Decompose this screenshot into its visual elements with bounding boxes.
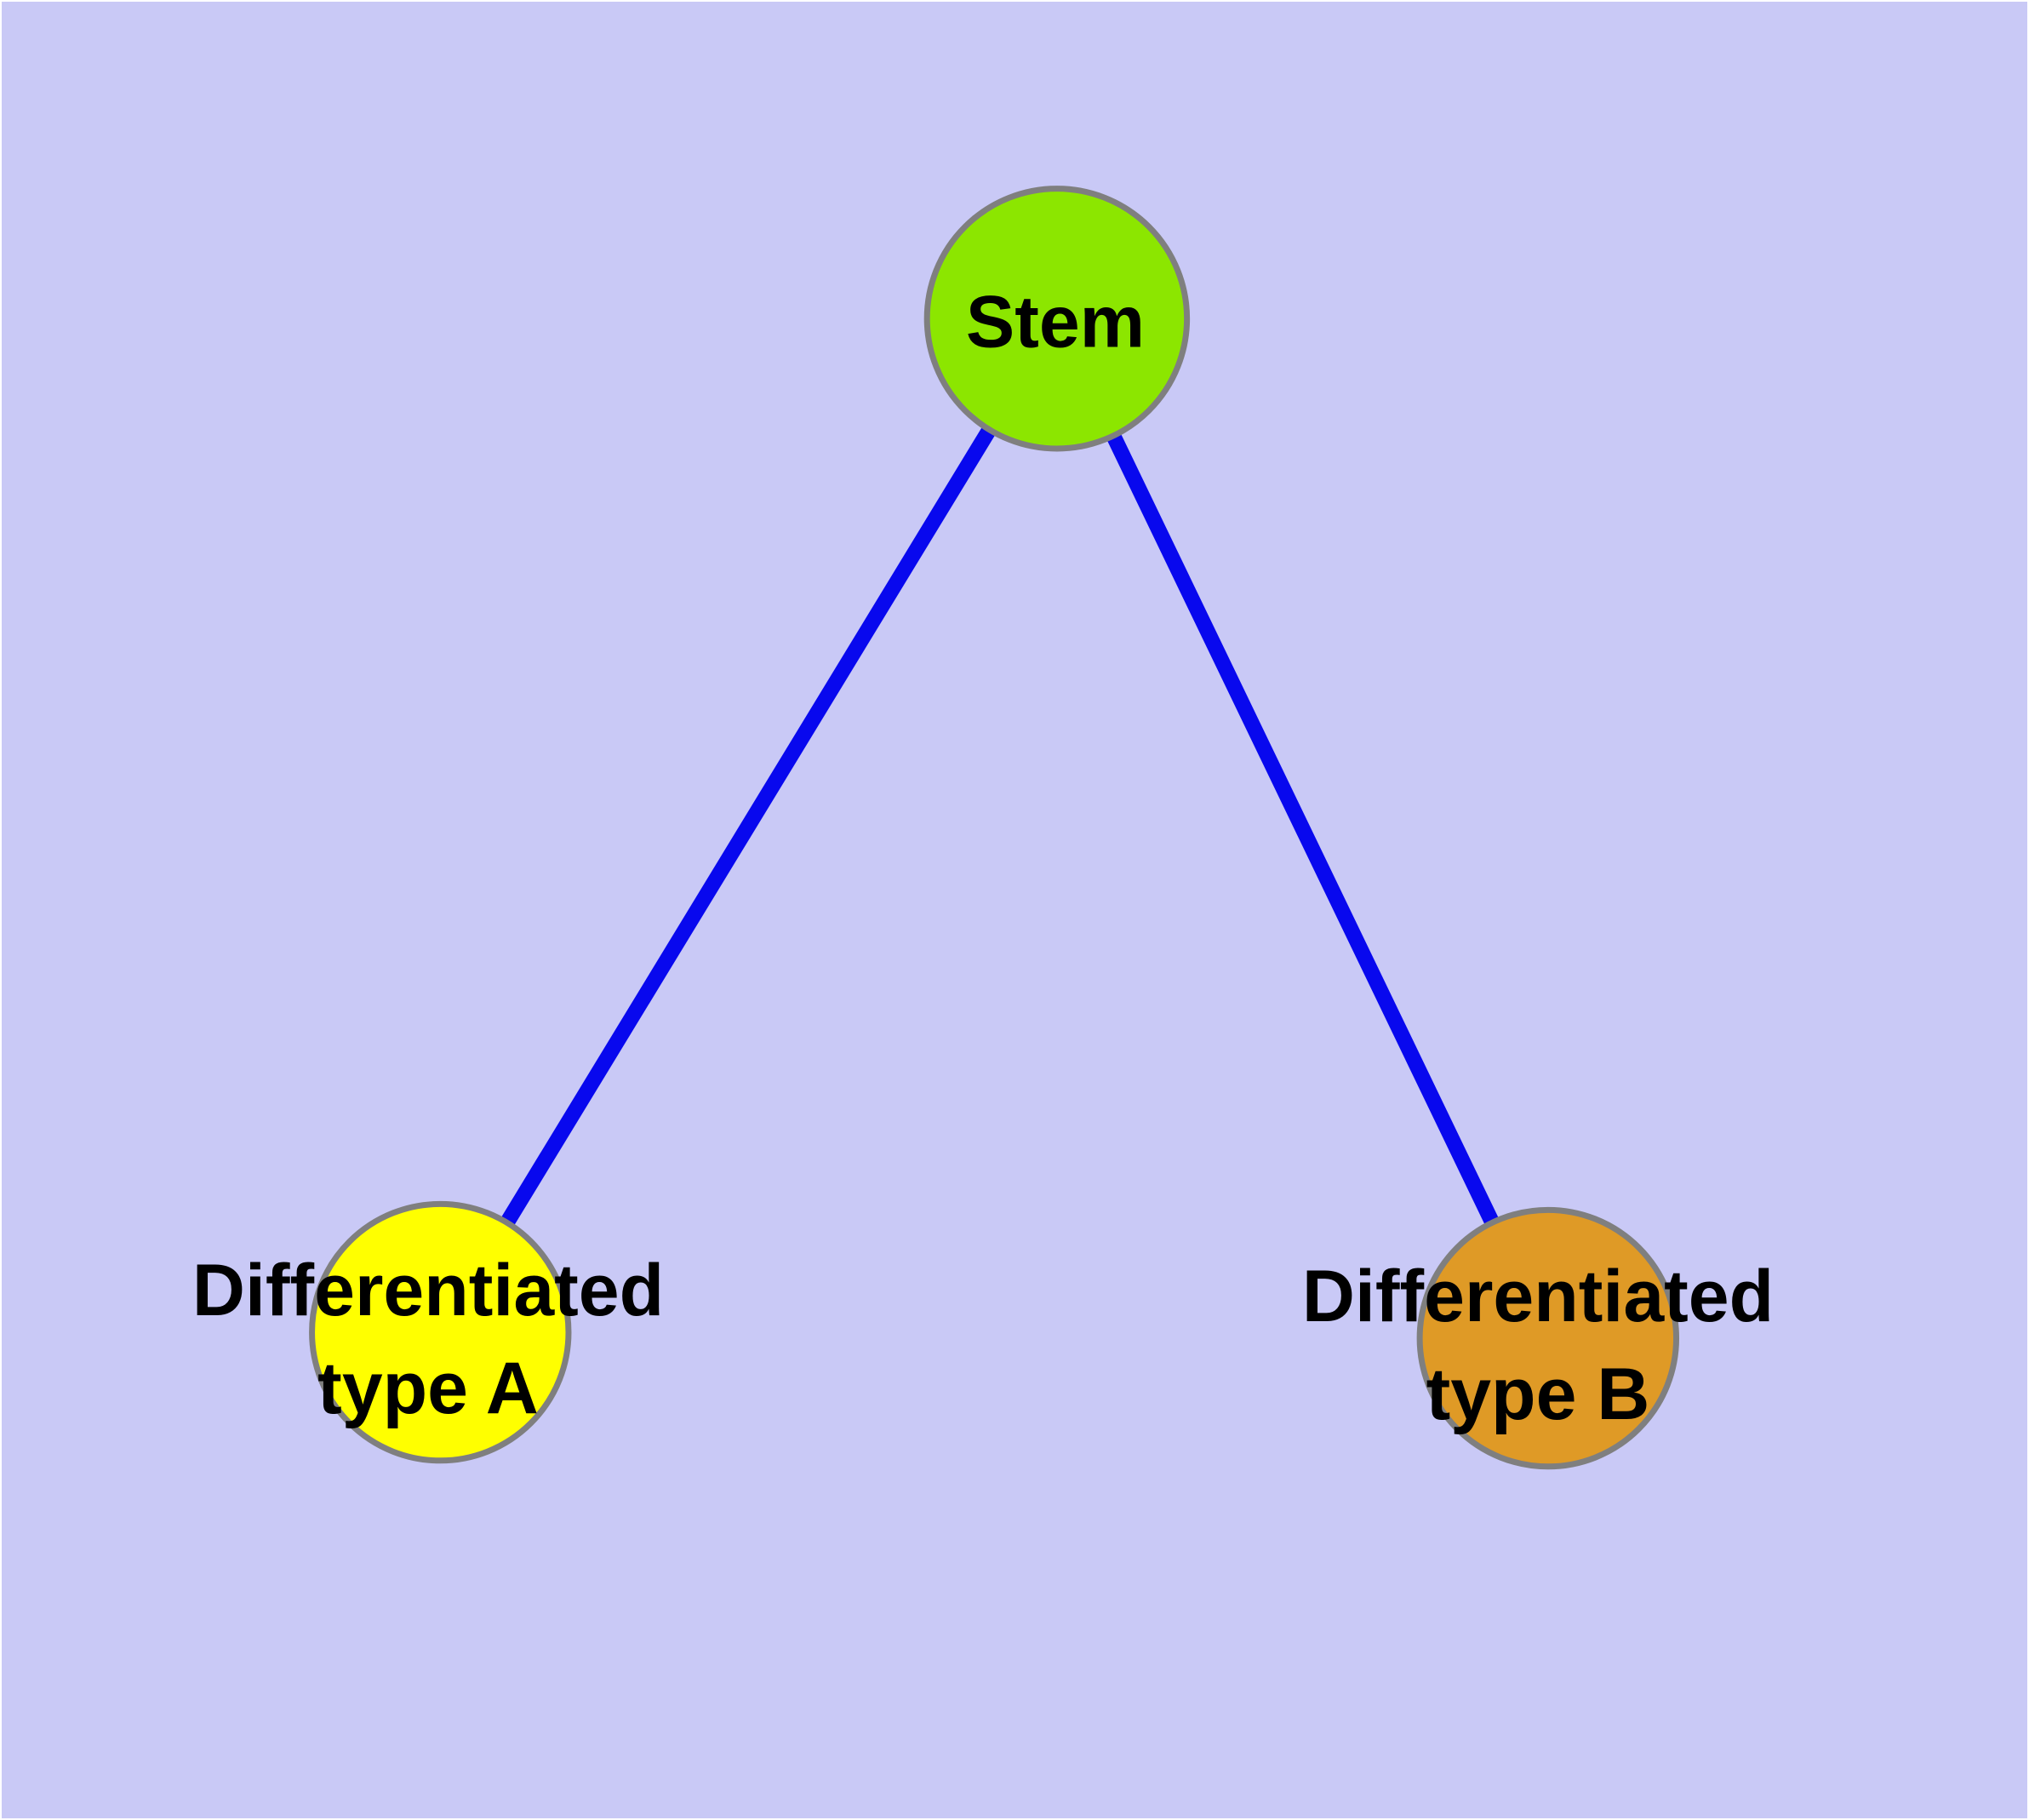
node-differentiated-type-b-label: Differentiated type B	[1302, 1248, 1774, 1444]
node-stem-label: Stem	[966, 274, 1145, 372]
node-differentiated-type-a-circle	[309, 1200, 572, 1464]
label-line: Differentiated	[191, 1250, 665, 1331]
edge-stem-to-differentiated-type-b	[1049, 315, 1555, 1342]
label-line: Stem	[965, 281, 1146, 363]
label-line: type A	[317, 1348, 539, 1429]
edge-stem-to-differentiated-type-a	[433, 314, 1064, 1336]
label-line: Differentiated	[1301, 1256, 1775, 1337]
label-line: type B	[1426, 1354, 1650, 1435]
node-differentiated-type-a-label: Differentiated type A	[192, 1242, 664, 1438]
node-differentiated-type-b-circle	[1416, 1206, 1680, 1470]
node-stem-circle	[923, 186, 1191, 452]
